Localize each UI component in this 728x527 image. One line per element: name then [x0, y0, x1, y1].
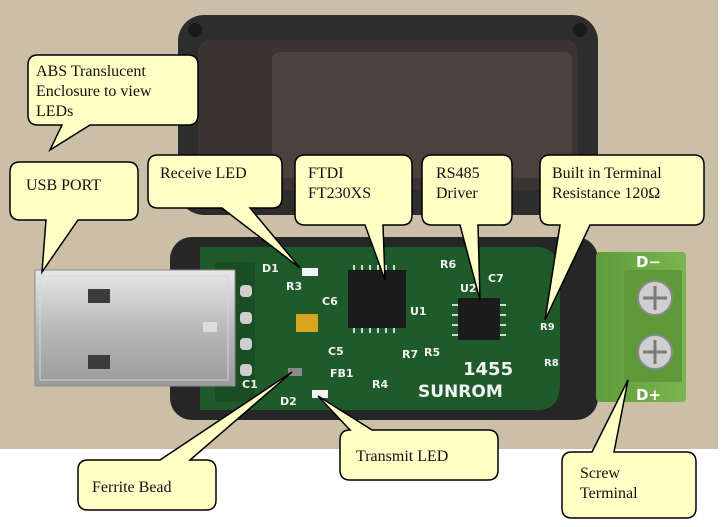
callout-screw-terminal-line-1: Screw — [580, 465, 620, 482]
callout-enclosure-line-3: LEDs — [36, 103, 73, 120]
callout-terminal-resistance-line-2: Resistance 120Ω — [552, 185, 660, 202]
rs485-chip — [452, 298, 506, 340]
callout-screw-terminal-line-2: Terminal — [580, 485, 638, 502]
pcb-label-c5: C5 — [328, 345, 344, 358]
pcb-label-c6: C6 — [322, 295, 338, 308]
pcb-label-u1: U1 — [410, 305, 427, 318]
pcb-model-number: 1455 — [463, 359, 513, 380]
callout-ftdi-line-1: FTDI — [308, 165, 344, 182]
callout-transmit-led: Transmit LED — [317, 395, 499, 481]
callout-rs485-line-2: Driver — [436, 185, 478, 202]
pcb-label-r9: R9 — [540, 322, 555, 333]
pcb-label-u2: U2 — [460, 282, 477, 295]
pcb-label-d-plus: D+ — [636, 386, 661, 404]
callout-usb-port-text: USB PORT — [26, 177, 101, 194]
screw-terminal-block: D− D+ — [596, 252, 686, 404]
callout-ftdi-line-2: FT230XS — [308, 185, 371, 202]
pcb-label-r3: R3 — [286, 280, 302, 293]
callout-rs485-line-1: RS485 — [436, 165, 480, 182]
callout-screw-terminal: Screw Terminal — [561, 379, 697, 519]
pcb-brand: SUNROM — [418, 382, 503, 402]
callout-terminal-resistance-line-1: Built in Terminal — [552, 165, 662, 182]
callout-transmit-led-text: Transmit LED — [356, 448, 448, 465]
pcb-label-r4: R4 — [372, 378, 388, 391]
transmit-led-part — [312, 390, 328, 398]
pcb-label-fb1: FB1 — [330, 367, 354, 380]
pcb-label-c7: C7 — [488, 272, 504, 285]
callout-ferrite-bead: Ferrite Bead — [77, 371, 293, 511]
pcb-label-d1: D1 — [262, 262, 279, 275]
pcb-label-r8: R8 — [544, 358, 559, 369]
pcb-label-c1: C1 — [242, 378, 258, 391]
callout-ferrite-bead-text: Ferrite Bead — [92, 479, 172, 496]
pcb-label-r5: R5 — [424, 346, 440, 359]
capacitor-tantalum — [296, 314, 318, 332]
usb-plug — [34, 269, 236, 387]
callout-terminal-resistance: Built in Terminal Resistance 120Ω — [539, 154, 705, 321]
callout-usb-port: USB PORT — [9, 161, 139, 275]
usb-pads — [240, 285, 252, 376]
ftdi-chip — [348, 265, 406, 333]
receive-led-part — [302, 268, 318, 276]
pcb-label-r6: R6 — [440, 258, 456, 271]
callout-receive-led: Receive LED — [147, 154, 301, 269]
ferrite-bead-part — [288, 368, 302, 376]
pcb-label-d-minus: D− — [636, 253, 661, 271]
callout-receive-led-text: Receive LED — [160, 165, 247, 182]
callout-enclosure-line-2: Enclosure to view — [36, 83, 152, 100]
usb-slot-top — [88, 289, 110, 303]
usb-slot-bottom — [88, 355, 110, 369]
callout-enclosure: ABS Translucent Enclosure to view LEDs — [27, 54, 199, 153]
callout-ftdi: FTDI FT230XS — [294, 154, 413, 281]
pcb-label-d2: D2 — [280, 395, 297, 408]
pcb-label-r7: R7 — [402, 348, 418, 361]
callout-enclosure-line-1: ABS Translucent — [36, 63, 146, 80]
callout-rs485: RS485 Driver — [421, 154, 513, 301]
